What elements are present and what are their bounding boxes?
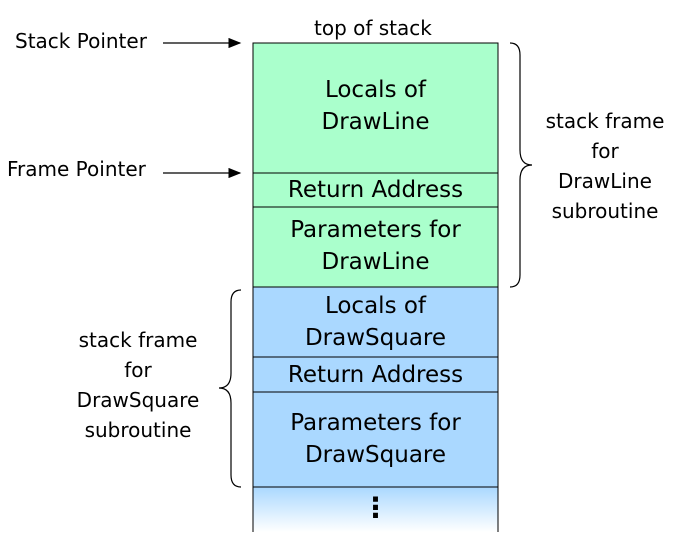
drawsquare-parameters-cell	[252, 391, 499, 488]
drawsquare-frame-label: stack frame for DrawSquare subroutine	[76, 328, 200, 442]
drawline-locals-cell	[252, 42, 499, 174]
top-of-stack-label: top of stack	[314, 16, 432, 40]
continuation-cell	[253, 487, 498, 532]
drawsquare-locals-text: Locals of DrawSquare	[304, 293, 447, 351]
drawline-return-address-cell	[252, 172, 499, 208]
drawline-locals-text: Locals of DrawLine	[321, 77, 430, 135]
frame-pointer-label: Frame Pointer	[7, 157, 146, 181]
drawline-frame-brace	[509, 42, 533, 288]
drawline-parameters-text: Parameters for DrawLine	[290, 217, 461, 275]
drawsquare-frame-brace	[218, 289, 242, 488]
drawline-return-address-text: Return Address	[287, 177, 464, 203]
stack-pointer-label: Stack Pointer	[15, 29, 147, 53]
drawline-parameters-cell	[252, 206, 499, 288]
drawsquare-parameters-text: Parameters for DrawSquare	[290, 410, 461, 468]
drawline-frame-label: stack frame for DrawLine subroutine	[545, 109, 665, 223]
continuation-ellipsis: ⋮	[361, 491, 390, 524]
drawsquare-locals-cell	[252, 286, 499, 358]
drawsquare-return-address-text: Return Address	[287, 362, 464, 388]
